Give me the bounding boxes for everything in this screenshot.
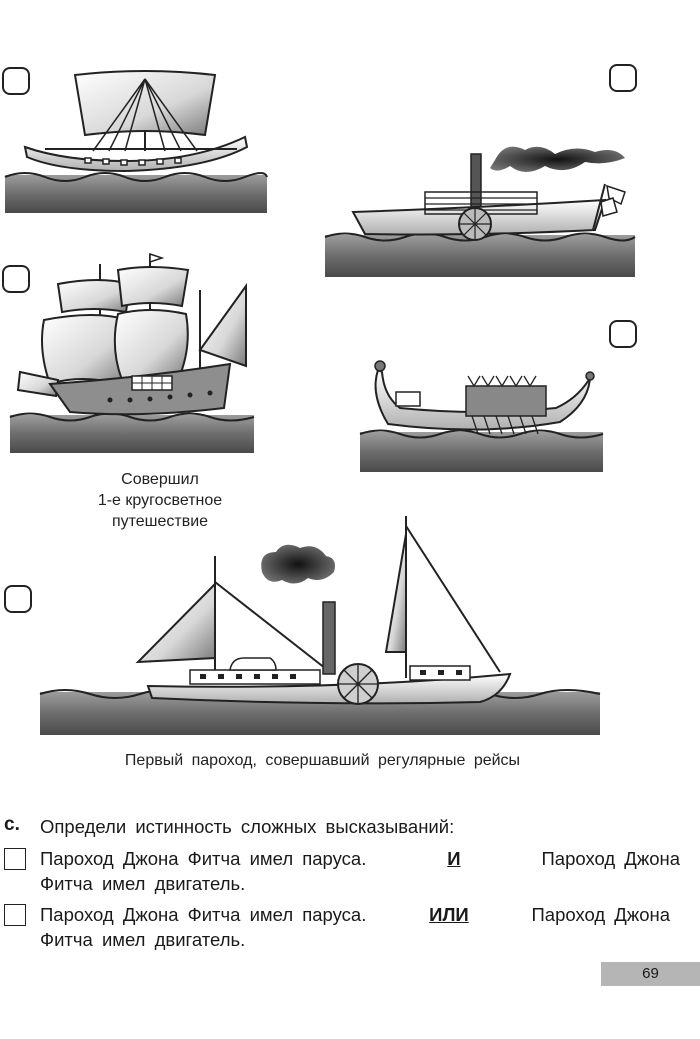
paddle-steamer-illustration [324,146,636,277]
statement-2-part-1: Пароход Джона Фитча имел паруса. [40,904,367,925]
task-instruction: Определи истинность сложных высказываний… [40,816,455,837]
task-letter: с. [4,814,20,835]
galleon-caption-line-3: путешествие [111,513,209,530]
order-box-2[interactable] [609,64,637,92]
statement-1-line-2: Фитча имел двигатель. [40,873,246,894]
statement-2: Пароход Джона Фитча имел паруса. ИЛИ Пар… [40,902,670,952]
statement-2-line-2: Фитча имел двигатель. [40,929,246,950]
statement-2-connective: ИЛИ [429,904,469,925]
galleon-caption: Совершил 1-е кругосветное путешествие [55,469,265,532]
statement-1-connective: И [447,848,461,869]
order-box-1[interactable] [2,67,30,95]
fitch-steamboat-caption: Первый пароход, совершавший регулярные р… [124,752,521,769]
page-number: 69 [601,962,700,986]
order-box-4[interactable] [609,320,637,348]
ancient-sailing-ship-illustration [4,70,268,213]
statement-1-line-1: Пароход Джона Фитча имел паруса. И Парох… [40,846,680,871]
statement-1-part-2: Пароход Джона [541,848,680,869]
statement-1-checkbox[interactable] [4,848,26,870]
fitch-oar-steamboat-illustration [359,360,604,472]
statement-1: Пароход Джона Фитча имел паруса. И Парох… [40,846,680,896]
galleon-illustration [9,252,255,453]
statement-2-line-1: Пароход Джона Фитча имел паруса. ИЛИ Пар… [40,902,670,927]
fitch-steamboat-illustration [39,516,601,735]
statement-1-part-1: Пароход Джона Фитча имел паруса. [40,848,367,869]
statement-2-part-2: Пароход Джона [531,904,670,925]
galleon-caption-line-1: Совершил [121,471,199,488]
order-box-5[interactable] [4,585,32,613]
statement-2-checkbox[interactable] [4,904,26,926]
order-box-3[interactable] [2,265,30,293]
galleon-caption-line-2: 1-е кругосветное [97,492,223,509]
